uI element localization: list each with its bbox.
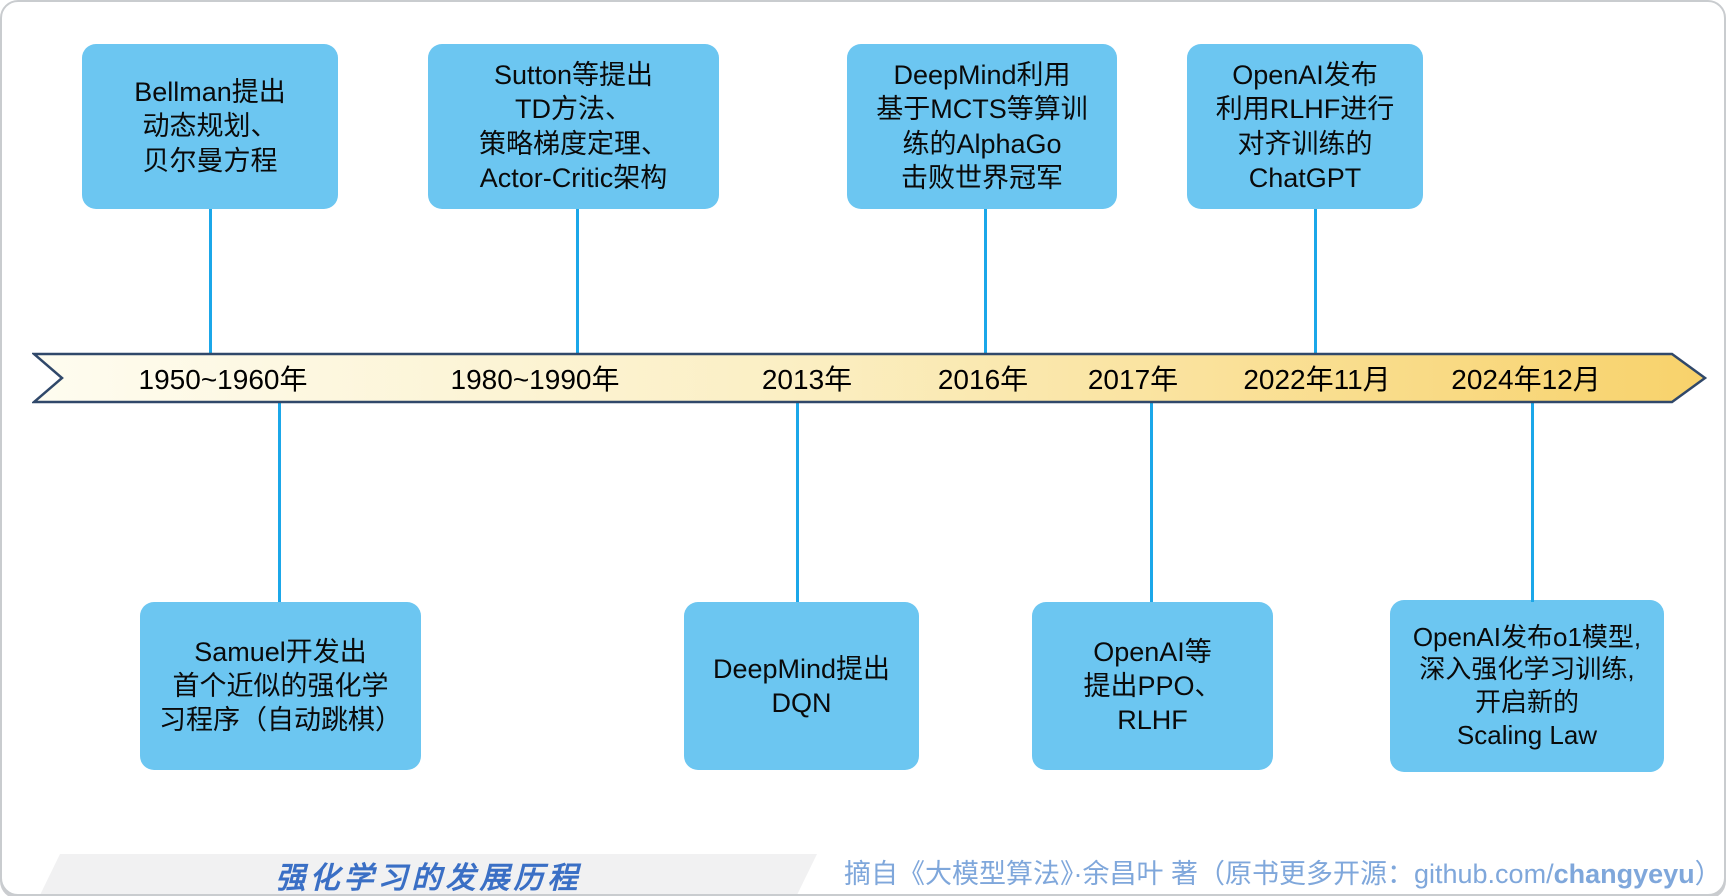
event-box-bottom-3: OpenAI等 提出PPO、 RLHF (1032, 602, 1273, 770)
event-box-bottom-2: DeepMind提出 DQN (684, 602, 919, 770)
timeline-arrow: 1950~1960年 1980~1990年 2013年 2016年 2017年 2022年… (32, 352, 1708, 404)
connector-bottom-3 (1149, 402, 1153, 602)
event-box-top-1: Bellman提出 动态规划、 贝尔曼方程 (82, 44, 338, 209)
connector-top-4 (1313, 209, 1317, 354)
event-box-top-2: Sutton等提出 TD方法、 策略梯度定理、 Actor-Critic架构 (428, 44, 719, 209)
timeline-date-6: 2022年11月 (1243, 364, 1391, 395)
connector-top-3 (983, 209, 987, 354)
connector-bottom-2 (795, 402, 799, 602)
timeline-date-5: 2017年 (1087, 364, 1179, 395)
timeline-date-3: 2013年 (761, 364, 853, 395)
timeline-date-2: 1980~1990年 (450, 364, 620, 395)
attribution-suffix: ） (1694, 859, 1722, 889)
attribution-prefix: 摘自《大模型算法》·余昌叶 著（原书更多开源：github.com/ (844, 859, 1554, 889)
caption-strip: 强化学习的发展历程 (40, 854, 817, 895)
timeline-date-1: 1950~1960年 (138, 364, 308, 395)
timeline-date-4: 2016年 (937, 364, 1029, 395)
connector-top-2 (575, 209, 579, 354)
event-box-bottom-4: OpenAI发布o1模型, 深入强化学习训练, 开启新的 Scaling Law (1390, 600, 1664, 772)
event-box-top-3: DeepMind利用 基于MCTS等算训 练的AlphaGo 击败世界冠军 (847, 44, 1117, 209)
connector-bottom-1 (277, 402, 281, 602)
event-box-bottom-1: Samuel开发出 首个近似的强化学 习程序（自动跳棋） (140, 602, 421, 770)
event-box-top-4: OpenAI发布 利用RLHF进行 对齐训练的 ChatGPT (1187, 44, 1423, 209)
attribution: 摘自《大模型算法》·余昌叶 著（原书更多开源：github.com/changy… (844, 854, 1722, 894)
connector-bottom-4 (1530, 402, 1534, 602)
connector-top-1 (208, 209, 212, 354)
timeline-arrow-shape (32, 352, 1708, 404)
timeline-date-7: 2024年12月 (1451, 364, 1601, 395)
figure-caption: 强化学习的发展历程 (275, 860, 582, 896)
attribution-author-handle: changyeyu (1553, 859, 1695, 889)
